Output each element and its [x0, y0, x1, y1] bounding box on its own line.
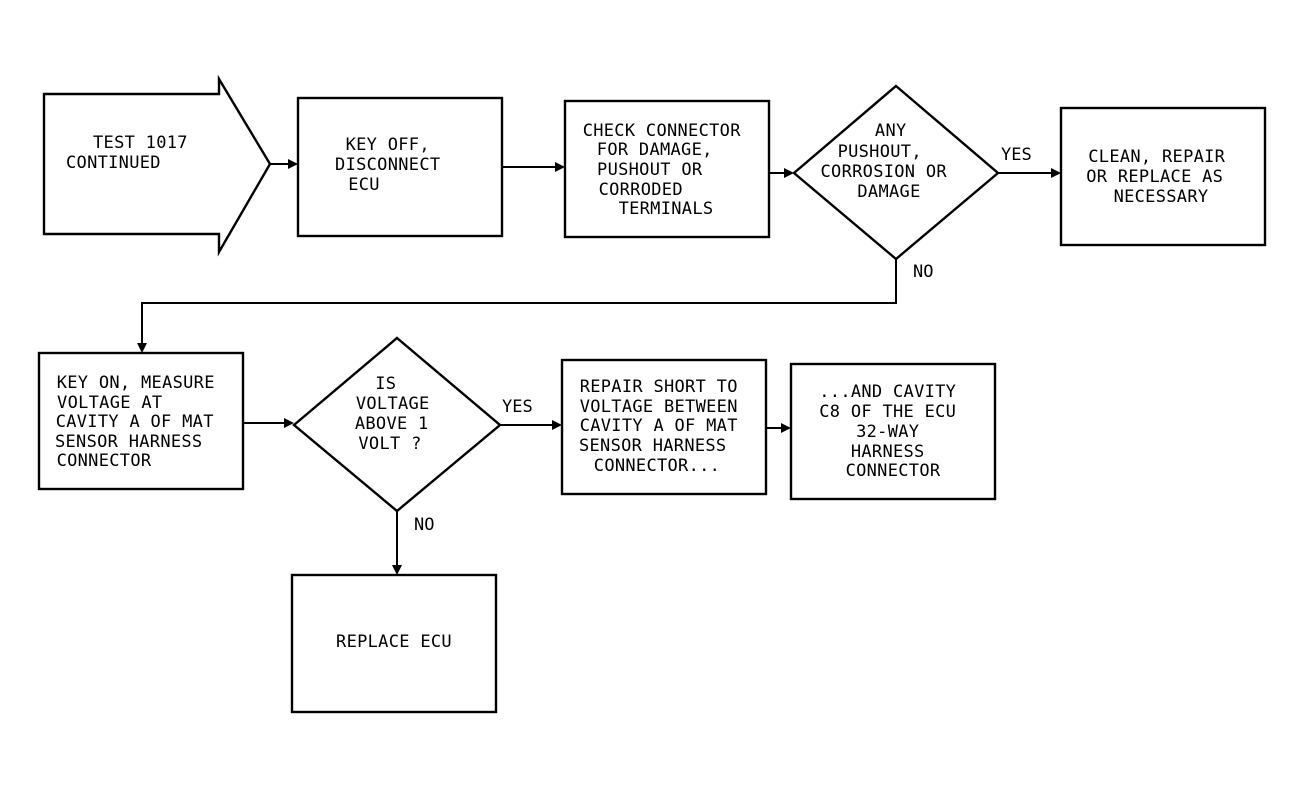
no-label-voltage: NO	[414, 515, 434, 535]
start-arrow-shape	[42, 74, 272, 257]
cavity-c8-box	[789, 362, 997, 501]
cavity-c8-text: ...AND CAVITY C8 OF THE ECU 32-WAY HARNE…	[819, 382, 967, 481]
yes-label-damage: YES	[1001, 145, 1032, 165]
arrowhead	[784, 168, 794, 178]
check-connector-box	[563, 99, 771, 239]
arrowhead	[288, 159, 298, 169]
clean-repair-box	[1059, 106, 1267, 247]
arrowhead	[1051, 168, 1061, 178]
repair-short-text: REPAIR SHORT TO VOLTAGE BETWEEN CAVITY A…	[579, 377, 748, 476]
arrowhead	[392, 565, 402, 575]
key-off-box	[296, 96, 504, 238]
key-off-text: KEY OFF, DISCONNECT ECU	[335, 135, 451, 195]
key-on-measure-box	[37, 351, 245, 491]
replace-ecu-text: REPLACE ECU	[336, 632, 452, 652]
start-text: TEST 1017 CONTINUED	[66, 133, 198, 173]
arrowhead	[552, 420, 562, 430]
check-connector-text: CHECK CONNECTOR FOR DAMAGE, PUSHOUT OR C…	[583, 121, 752, 219]
replace-ecu-box	[290, 573, 498, 714]
arrowhead	[555, 162, 565, 172]
arrowhead	[781, 423, 791, 433]
no-label-damage: NO	[913, 262, 933, 282]
clean-repair-text: CLEAN, REPAIR OR REPLACE AS NECESSARY	[1086, 147, 1236, 207]
arrowhead	[284, 418, 294, 428]
key-on-measure-text: KEY ON, MEASURE VOLTAGE AT CAVITY A OF M…	[55, 373, 225, 471]
voltage-decision-text: IS VOLTAGE ABOVE 1 VOLT ?	[355, 374, 440, 454]
repair-short-box	[560, 358, 768, 496]
damage-decision-text: ANY PUSHOUT, CORROSION OR DAMAGE	[821, 121, 958, 202]
arrowhead	[137, 343, 147, 353]
yes-label-voltage: YES	[502, 397, 533, 417]
connector-no-to-keyon	[141, 259, 897, 345]
